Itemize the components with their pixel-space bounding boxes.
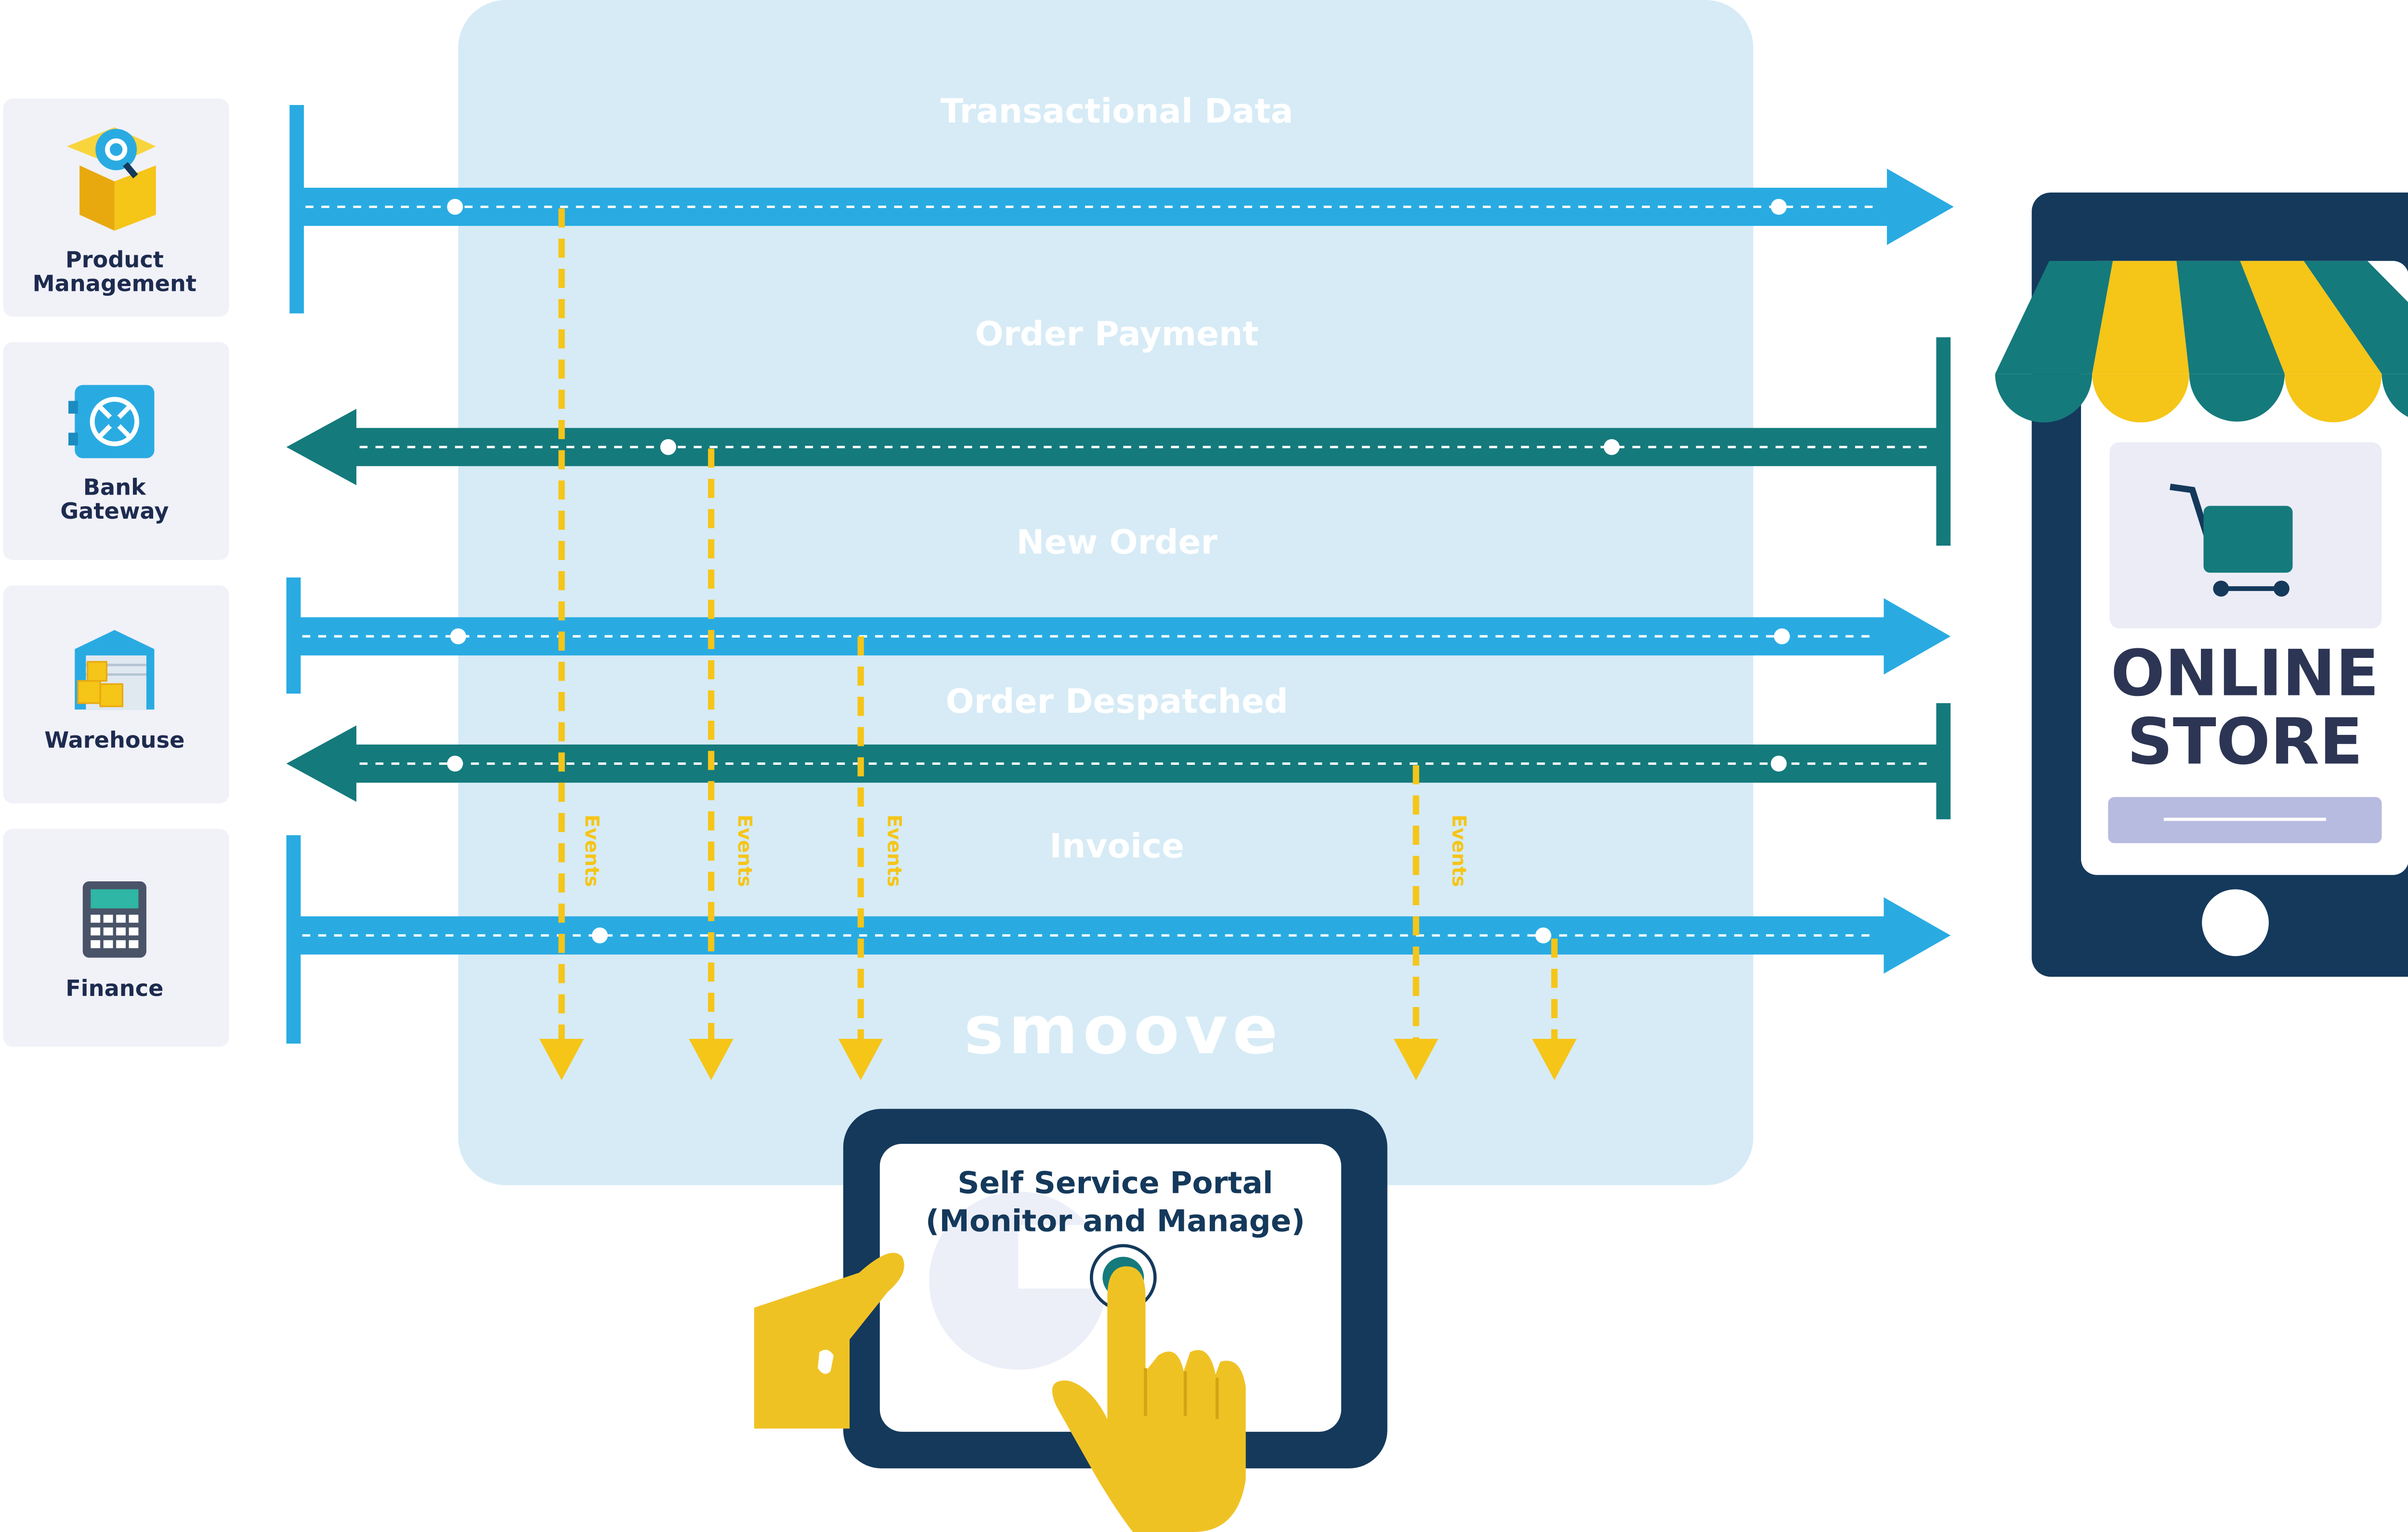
system-card-product-management[interactable]: Product Management [3,98,229,317]
flow-label: Order Payment [975,315,1259,354]
system-label-line2: Management [33,270,196,296]
event-label: Events [733,814,756,887]
product-box-icon [66,127,156,231]
event-arrow [539,208,584,1080]
store-awning [1995,261,2408,423]
event-arrow [1393,765,1439,1080]
system-card-warehouse[interactable]: Warehouse [3,585,229,804]
online-store-title-line1: ONLINE [2111,637,2379,711]
flow-label: New Order [1016,524,1217,562]
flow-label: Transactional Data [941,92,1293,131]
event-label: Events [581,814,603,887]
flow-arrow-order-despatched [286,703,1951,820]
pointing-hand-icon [1052,1266,1246,1532]
left-hand-icon [754,1253,904,1429]
safe-vault-icon [68,385,155,458]
portal-title-line2: (Monitor and Manage) [926,1204,1305,1239]
smoove-logo: smoove [964,991,1283,1069]
warehouse-icon [75,630,155,710]
system-label-line1: Bank [83,474,146,500]
flow-arrow-transactional-data [289,105,1954,314]
event-arrow [1532,938,1577,1080]
system-label-line1: Product [65,247,164,273]
flow-label: Invoice [1049,827,1184,865]
system-label-line1: Finance [65,975,163,1001]
calculator-icon [82,881,146,958]
phone-home-button[interactable] [2202,889,2269,956]
online-store-title-line2: STORE [2127,705,2363,779]
system-label-line2: Gateway [60,498,169,524]
event-label: Events [883,814,905,887]
smoove-panel [458,0,1754,1185]
online-store-phone[interactable]: ONLINE STORE [1995,192,2408,977]
flow-label: Order Despatched [946,682,1288,721]
portal-title-line1: Self Service Portal [957,1165,1273,1200]
flow-arrow-order-payment [286,337,1951,546]
system-card-bank-gateway[interactable]: Bank Gateway [3,342,229,560]
shopping-cart-icon [2170,484,2293,597]
event-label: Events [1448,814,1470,887]
event-arrow [838,636,883,1080]
event-arrow [689,448,733,1080]
system-card-finance[interactable]: Finance [3,828,229,1047]
system-label-line1: Warehouse [44,727,184,753]
